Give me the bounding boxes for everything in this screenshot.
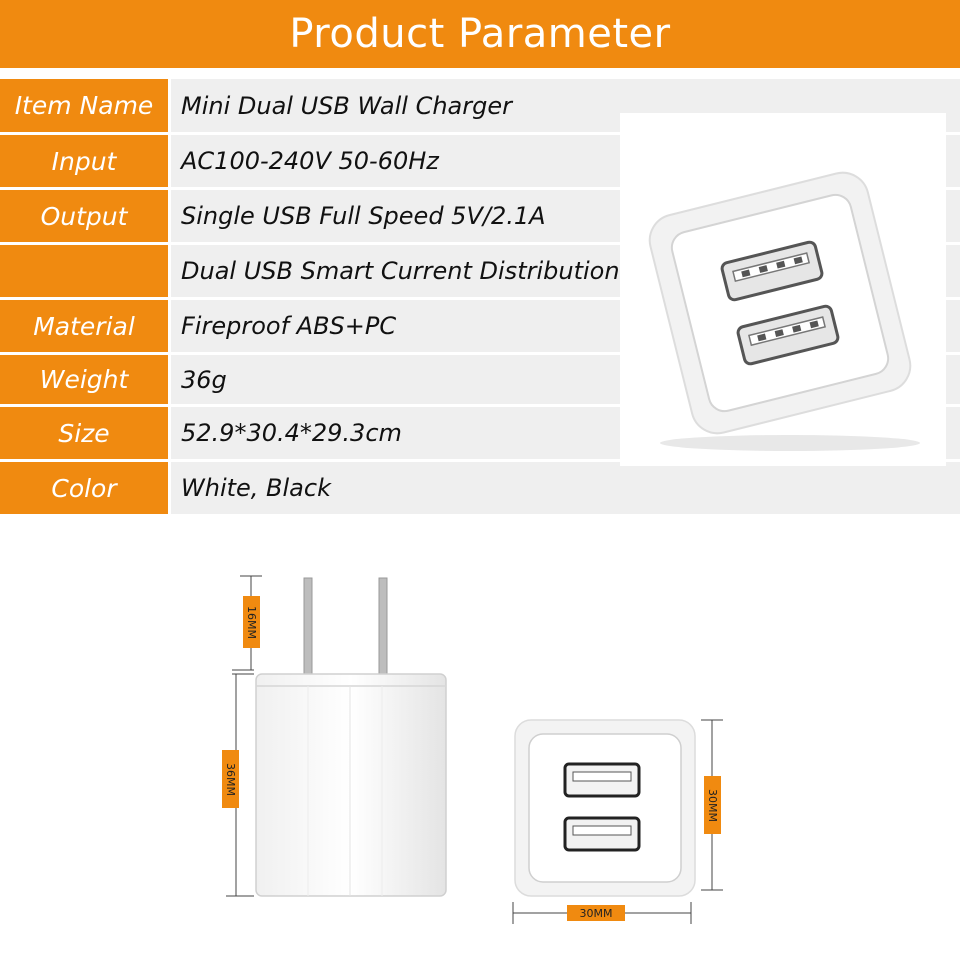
header-banner: Product Parameter xyxy=(0,0,960,68)
spec-label: Weight xyxy=(0,355,168,404)
page-title: Product Parameter xyxy=(289,11,671,57)
spec-label: Output xyxy=(0,190,168,242)
spec-label: Size xyxy=(0,407,168,459)
face-height-label: 30MM xyxy=(704,776,721,834)
spec-label: Material xyxy=(0,300,168,352)
spec-value: White, Black xyxy=(171,462,960,514)
body-height-label: 36MM xyxy=(222,750,239,808)
spec-row-color: Color White, Black xyxy=(0,462,960,514)
side-view-diagram: 16MM 36MM xyxy=(220,570,460,910)
usb-port-icon xyxy=(563,762,641,798)
face-width-label: 30MM xyxy=(567,905,625,921)
charger-side-illustration xyxy=(226,575,447,897)
front-view-diagram: 30MM 30MM xyxy=(505,712,735,932)
spec-label: Color xyxy=(0,462,168,514)
prong-height-label: 16MM xyxy=(243,596,260,648)
spec-label xyxy=(0,245,168,297)
product-photo xyxy=(620,113,946,466)
usb-port-icon xyxy=(720,240,824,302)
charger-front-illustration xyxy=(512,719,723,924)
charger-face-illustration xyxy=(648,171,920,451)
usb-port-icon xyxy=(736,304,840,366)
spec-label: Input xyxy=(0,135,168,187)
spec-label: Item Name xyxy=(0,79,168,132)
usb-port-icon xyxy=(563,816,641,852)
